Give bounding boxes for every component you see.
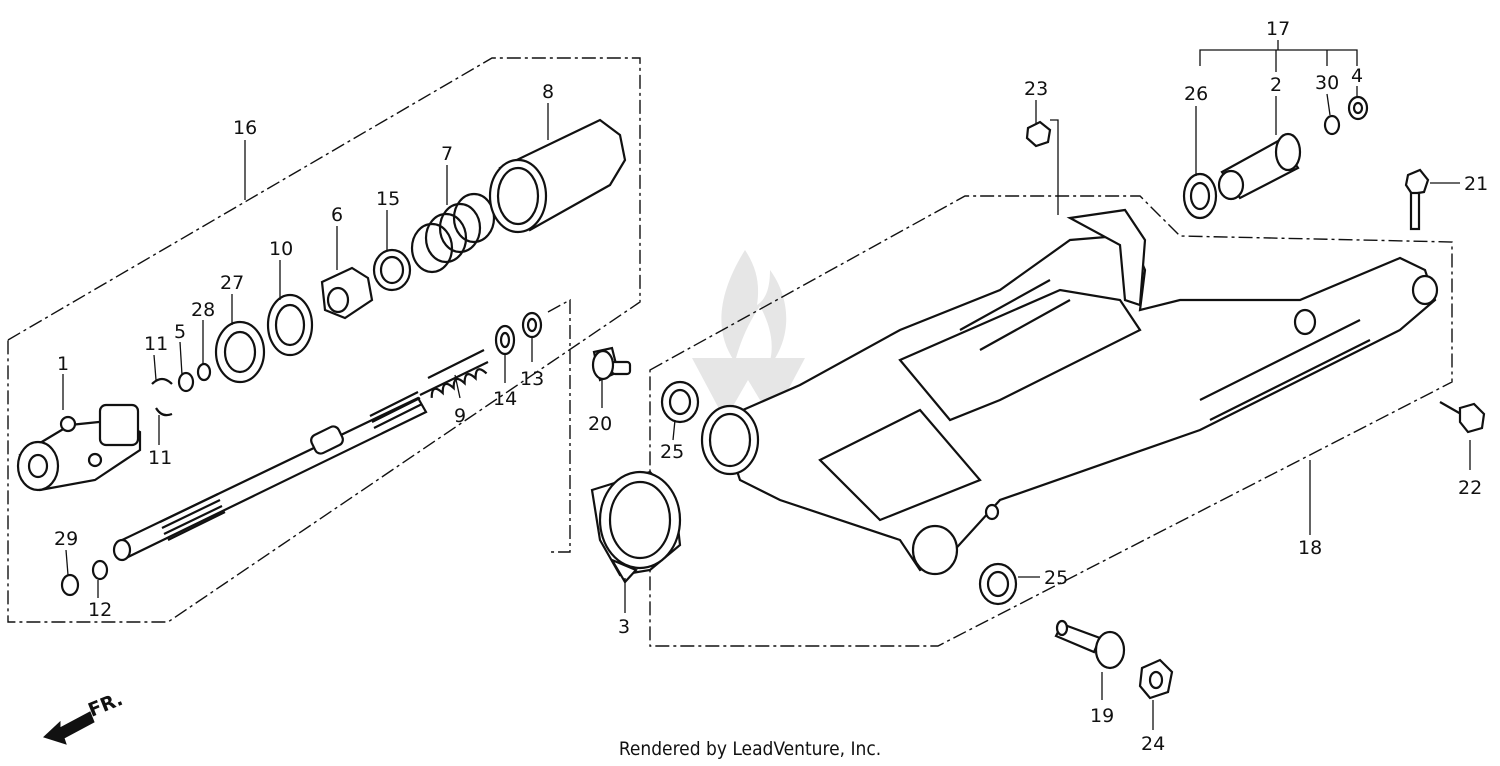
bracket-17 xyxy=(1199,40,1358,72)
yoke-part-6 xyxy=(320,266,374,320)
label-part-23: 23 xyxy=(1024,78,1048,100)
label-part-4: 4 xyxy=(1351,65,1363,87)
label-part-27: 27 xyxy=(220,272,244,294)
label-part-17: 17 xyxy=(1266,18,1290,40)
spring-part-9 xyxy=(419,349,489,398)
label-part-29: 29 xyxy=(54,528,78,550)
ring-part-28 xyxy=(196,362,212,382)
cover-part-8 xyxy=(488,118,627,234)
clip-part-11-lower xyxy=(155,407,173,417)
spring-part-7 xyxy=(410,192,496,274)
label-part-14: 14 xyxy=(493,388,517,410)
nut-part-23 xyxy=(1025,120,1052,148)
washer-part-4 xyxy=(1347,95,1369,121)
bolt-part-21 xyxy=(1404,168,1430,231)
clip-part-12 xyxy=(91,559,109,581)
front-direction-label: FR. xyxy=(85,688,126,722)
label-part-25-upper: 25 xyxy=(660,441,684,463)
boot-part-3 xyxy=(590,470,682,584)
label-part-21: 21 xyxy=(1464,173,1488,195)
label-part-15: 15 xyxy=(376,188,400,210)
label-part-7: 7 xyxy=(441,143,453,165)
seal-part-27 xyxy=(214,320,266,384)
label-part-26: 26 xyxy=(1184,83,1208,105)
label-part-5: 5 xyxy=(174,321,186,343)
part-labels: 16 8 7 15 6 10 27 28 5 11 1 11 9 14 13 2… xyxy=(54,18,1488,755)
label-part-16: 16 xyxy=(233,117,257,139)
label-part-8: 8 xyxy=(542,81,554,103)
label-part-2: 2 xyxy=(1270,74,1282,96)
nut-part-24 xyxy=(1138,658,1174,700)
credit-text: Rendered by LeadVenture, Inc. xyxy=(619,738,881,760)
assembly-outline-18 xyxy=(649,195,1453,647)
bolt-part-22 xyxy=(1439,401,1486,434)
label-part-3: 3 xyxy=(618,616,630,638)
washer-part-5 xyxy=(177,371,195,393)
label-part-12: 12 xyxy=(88,599,112,621)
ring-part-14 xyxy=(494,324,516,356)
washer-part-29 xyxy=(60,573,80,597)
swingarm-part-18 xyxy=(700,208,1439,576)
label-part-18: 18 xyxy=(1298,537,1322,559)
assembly-outline-16 xyxy=(7,57,641,623)
label-part-6: 6 xyxy=(331,204,343,226)
label-part-11-lower: 11 xyxy=(148,447,172,469)
bearing-part-25-lower xyxy=(978,562,1018,606)
label-part-28: 28 xyxy=(191,299,215,321)
pivot-part-2 xyxy=(1217,132,1302,201)
ring-part-30 xyxy=(1323,114,1341,136)
bolt-part-19 xyxy=(1054,619,1126,670)
label-part-10: 10 xyxy=(269,238,293,260)
label-part-30: 30 xyxy=(1315,72,1339,94)
label-part-19: 19 xyxy=(1090,705,1114,727)
label-part-9: 9 xyxy=(454,405,466,427)
front-direction-arrow-icon xyxy=(43,711,95,745)
ring-part-13 xyxy=(521,311,543,339)
label-part-22: 22 xyxy=(1458,477,1482,499)
leader-lines xyxy=(62,86,1471,730)
seal-part-26 xyxy=(1182,172,1218,220)
bearing-part-25-upper xyxy=(660,380,700,424)
universal-joint-part-1 xyxy=(16,403,142,492)
label-part-25-lower: 25 xyxy=(1044,567,1068,589)
ring-part-10 xyxy=(266,293,314,357)
label-part-11-upper: 11 xyxy=(144,333,168,355)
plug-part-20 xyxy=(591,346,632,382)
label-part-13: 13 xyxy=(520,368,544,390)
label-part-20: 20 xyxy=(588,413,612,435)
clip-part-11-upper xyxy=(151,377,173,385)
assembly-outline-inner xyxy=(547,298,571,553)
drive-shaft xyxy=(112,391,428,562)
label-part-24: 24 xyxy=(1141,733,1165,755)
label-part-1: 1 xyxy=(57,353,69,375)
collar-part-15 xyxy=(372,248,412,292)
